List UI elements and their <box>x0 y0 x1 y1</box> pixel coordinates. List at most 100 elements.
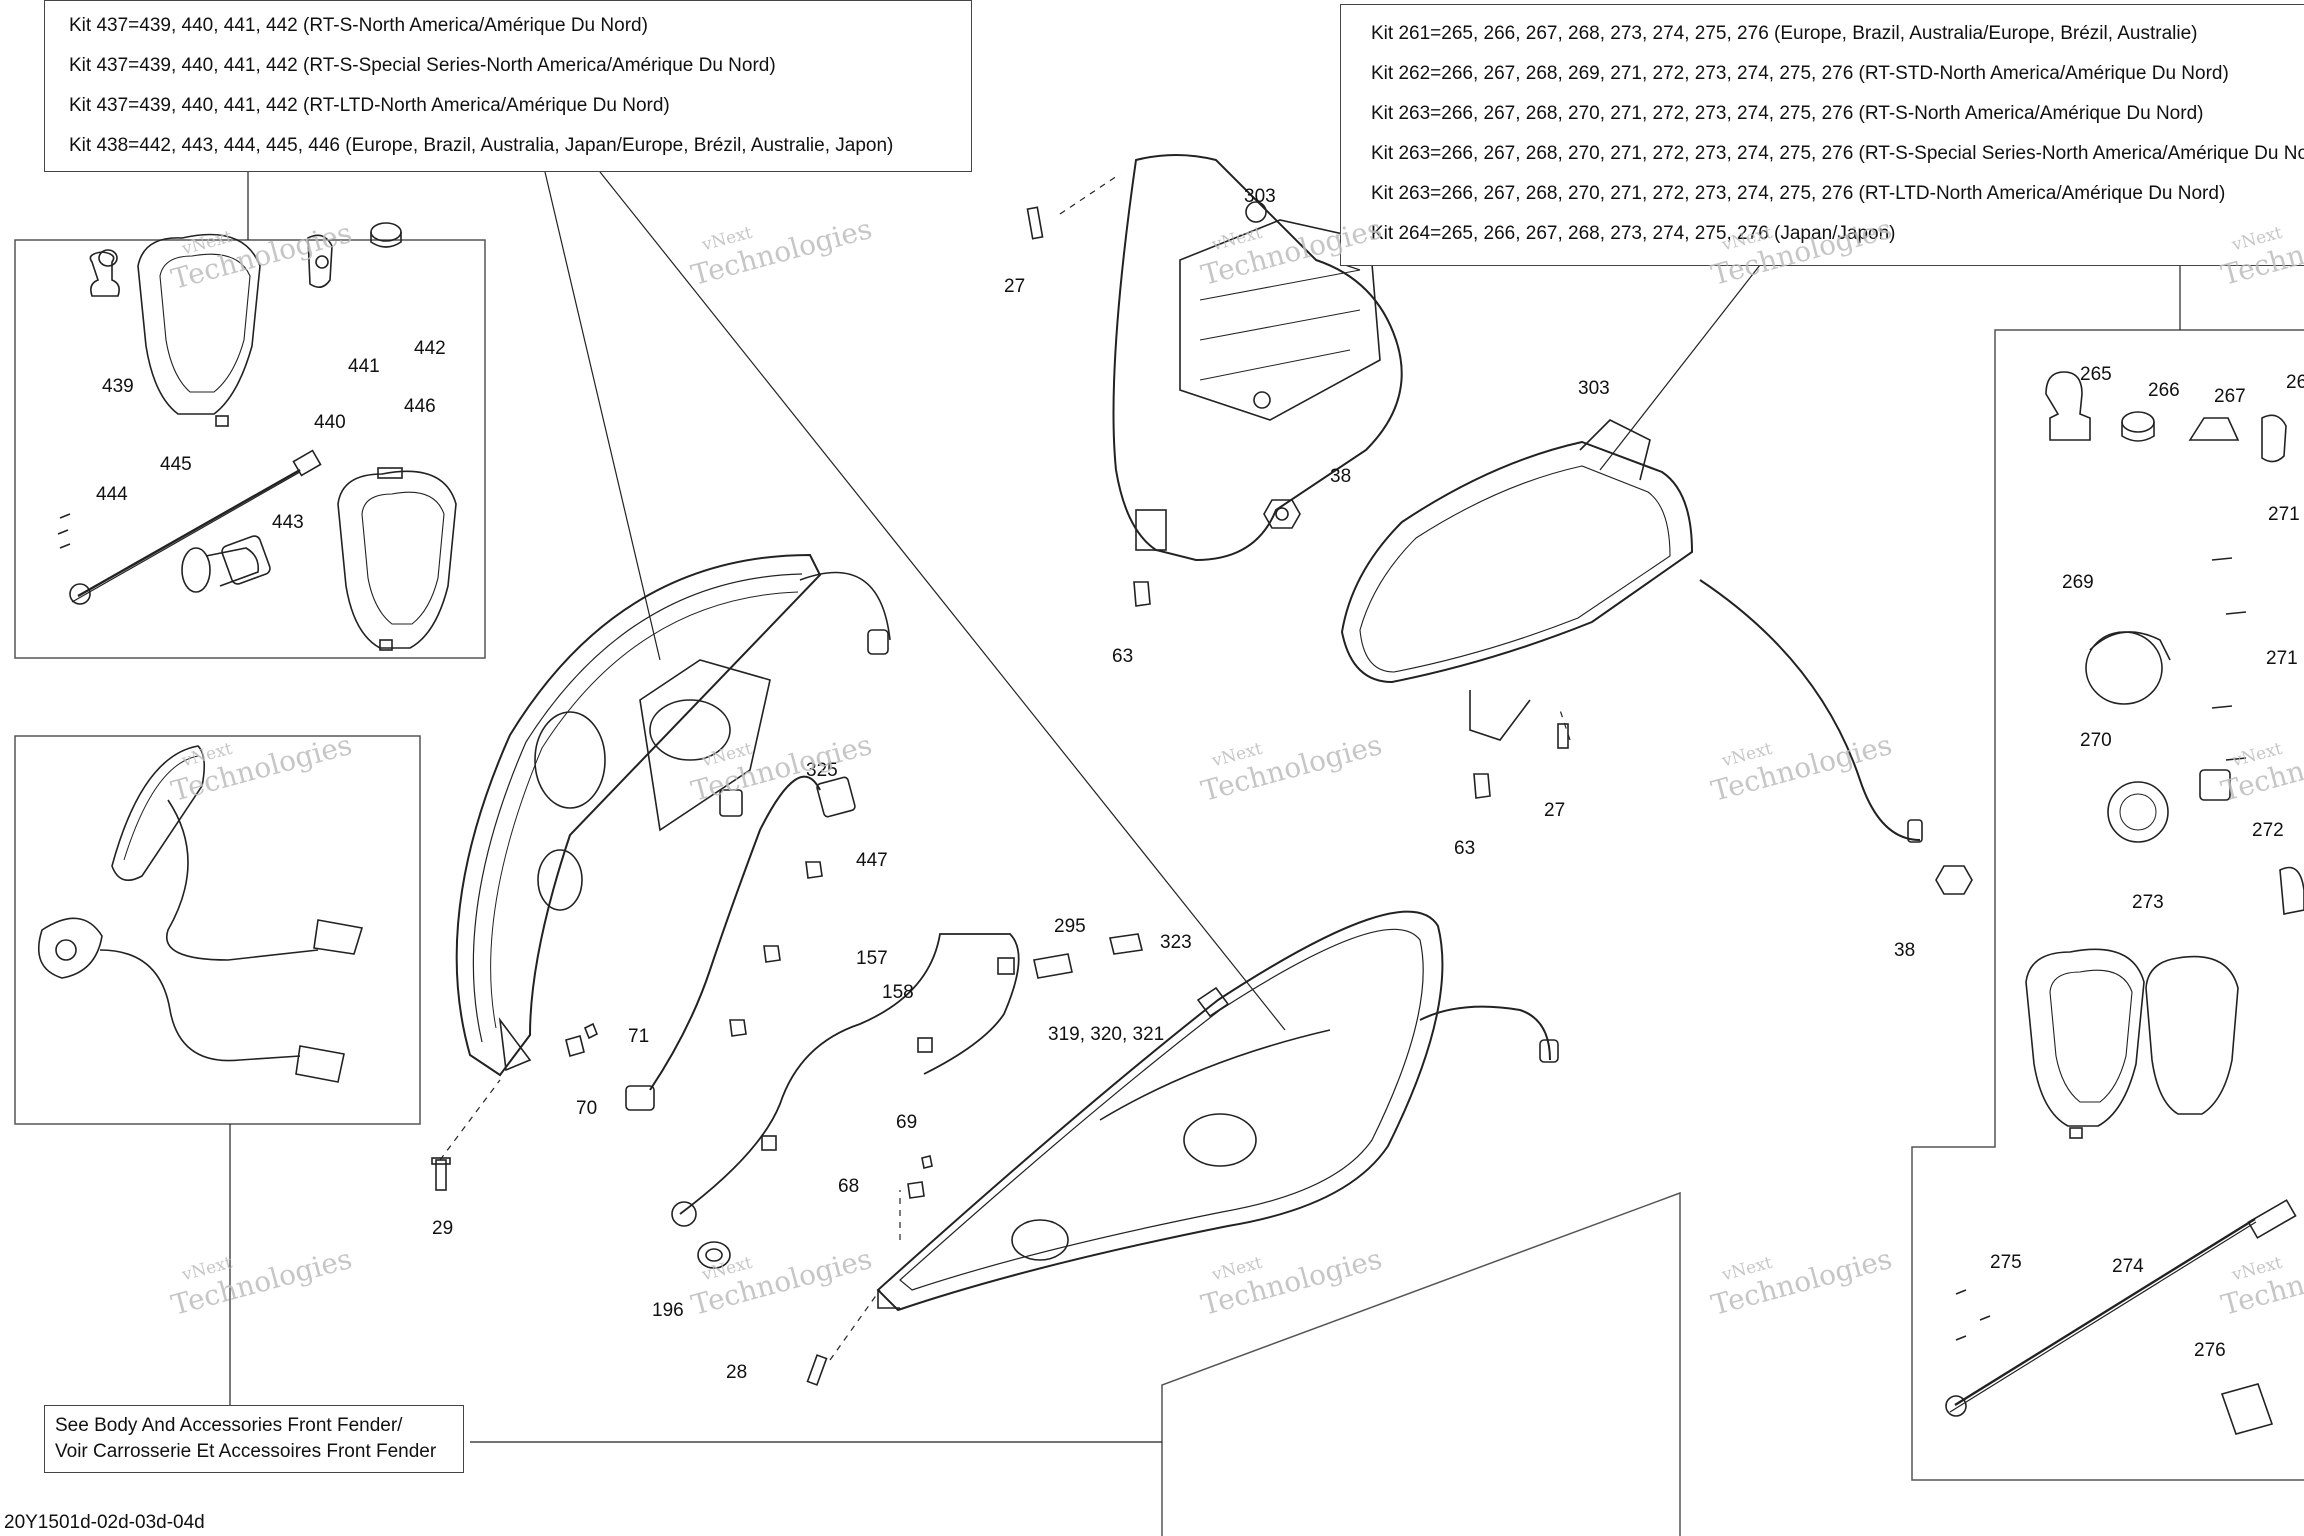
right-kit-line: Kit 263=266, 267, 268, 270, 271, 272, 27… <box>1371 183 2226 204</box>
bulb-270-shape <box>2107 769 2231 843</box>
callout-label: 63 <box>1454 838 1476 859</box>
callout-label: 157 <box>856 948 888 969</box>
clip-63-upper-shape <box>1133 581 1151 607</box>
callout-label: 266 <box>2148 380 2180 401</box>
callout-label: 446 <box>404 396 436 417</box>
callout-label: 303 <box>1244 186 1276 207</box>
callout-label: 63 <box>1112 646 1134 667</box>
left-kit-line: Kit 437=439, 440, 441, 442 (RT-S-Special… <box>69 55 776 76</box>
inset-frame-turn-signal <box>14 735 421 1125</box>
callout-label: 69 <box>896 1112 918 1133</box>
fasteners-68-69-shape <box>899 1155 933 1240</box>
screws-271-shape <box>2211 557 2247 761</box>
note-line: See Body And Accessories Front Fender/ <box>55 1415 403 1436</box>
callout-label: 270 <box>2080 730 2112 751</box>
boot-446-shape <box>337 467 457 651</box>
callout-label: 275 <box>1990 1252 2022 1273</box>
callout-label: 38 <box>1330 466 1352 487</box>
connector-276-shape <box>2220 1383 2274 1435</box>
inset-frame-bottom <box>1161 1191 1681 1536</box>
callout-label: 28 <box>726 1362 748 1383</box>
right-kit-line: Kit 264=265, 266, 267, 268, 273, 274, 27… <box>1371 223 1896 244</box>
callout-label: 440 <box>314 412 346 433</box>
bulb-439-shape <box>89 249 120 297</box>
inset-frame-bulbs-left <box>14 239 486 659</box>
callout-label: 442 <box>414 338 446 359</box>
callout-label: 323 <box>1160 932 1192 953</box>
callout-label: 38 <box>1894 940 1916 961</box>
callout-label: 269 <box>2062 572 2094 593</box>
harness-158-shape <box>671 933 1020 1227</box>
callout-label: 273 <box>2132 892 2164 913</box>
callout-label: 27 <box>1004 276 1026 297</box>
callout-label: 443 <box>272 512 304 533</box>
clip-268-shape <box>2261 414 2287 463</box>
clip-441-shape <box>307 234 333 288</box>
callout-label: 439 <box>102 376 134 397</box>
harness-274-shape <box>1945 1199 2297 1417</box>
callout-label: 68 <box>838 1176 860 1197</box>
boot-440-shape <box>137 233 261 427</box>
callout-label: 276 <box>2194 1340 2226 1361</box>
fasteners-70-71-shape <box>565 1022 599 1057</box>
right-kit-list-box: Kit 261=265, 266, 267, 268, 273, 274, 27… <box>1340 4 2304 266</box>
turn-signal-assembly-shape <box>38 745 364 1083</box>
connectors-295-323-shape <box>1033 933 1230 1018</box>
nut-38-upper-shape <box>1263 499 1301 529</box>
callout-label: 303 <box>1578 378 1610 399</box>
left-kit-line: Kit 438=442, 443, 444, 445, 446 (Europe,… <box>69 135 894 156</box>
right-kit-line: Kit 262=266, 267, 268, 269, 271, 272, 27… <box>1371 63 2229 84</box>
center-headlight-lens-shape <box>876 910 1559 1312</box>
boot-273-shape <box>2025 948 2239 1139</box>
bulb-269-shape <box>2085 631 2171 705</box>
callout-label: 295 <box>1054 916 1086 937</box>
left-kit-line: Kit 437=439, 440, 441, 442 (RT-LTD-North… <box>69 95 670 116</box>
grommet-267-shape <box>2188 417 2240 441</box>
upper-headlight-rear-shape <box>1026 154 1403 562</box>
callout-label: 445 <box>160 454 192 475</box>
grommet-266-shape <box>2121 411 2155 442</box>
callout-label: 325 <box>806 760 838 781</box>
callout-label: 444 <box>96 484 128 505</box>
screw-28-shape <box>806 1289 881 1386</box>
grommet-442-shape <box>370 222 402 248</box>
right-kit-line: Kit 263=266, 267, 268, 270, 271, 272, 27… <box>1371 103 2204 124</box>
callout-label: 196 <box>652 1300 684 1321</box>
callout-label: 441 <box>348 356 380 377</box>
right-kit-line: Kit 263=266, 267, 268, 270, 271, 272, 27… <box>1371 143 2304 164</box>
right-headlight-front-shape <box>1340 419 1923 843</box>
clip-63-right-shape <box>1473 773 1491 799</box>
clips-157-shape <box>729 861 823 1037</box>
nut-38-right-shape <box>1935 865 1973 895</box>
callout-label: 447 <box>856 850 888 871</box>
callout-label: 29 <box>432 1218 454 1239</box>
bulb-443-shape <box>181 535 271 593</box>
inset-frame-right <box>1911 329 2304 1481</box>
bulb-272-shape <box>2279 866 2304 915</box>
callout-label: 271 <box>2266 648 2298 669</box>
document-id: 20Y1501d-02d-03d-04d <box>4 1512 205 1533</box>
terminals-275-shape <box>1955 1289 1991 1341</box>
terminals-444-shape <box>57 513 71 549</box>
callout-label: 274 <box>2112 1256 2144 1277</box>
callout-label: 26 <box>2286 372 2304 393</box>
bulb-265-shape <box>2045 371 2091 441</box>
callout-label: 267 <box>2214 386 2246 407</box>
callout-label: 158 <box>882 982 914 1003</box>
harness-445-shape <box>69 449 322 605</box>
right-kit-line: Kit 261=265, 266, 267, 268, 273, 274, 27… <box>1371 23 2198 44</box>
callout-label: 71 <box>628 1026 650 1047</box>
harness-447-shape <box>625 775 856 1111</box>
grommet-196-shape <box>697 1241 731 1269</box>
left-headlight-housing-shape <box>455 553 891 1077</box>
callout-label: 27 <box>1544 800 1566 821</box>
callout-label: 265 <box>2080 364 2112 385</box>
front-fender-note-box: See Body And Accessories Front Fender/ V… <box>44 1405 464 1473</box>
callout-label: 70 <box>576 1098 598 1119</box>
left-kit-list-box: Kit 437=439, 440, 441, 442 (RT-S-North A… <box>44 0 972 172</box>
screw-29-shape <box>431 1079 501 1191</box>
note-line: Voir Carrosserie Et Accessoires Front Fe… <box>55 1441 437 1462</box>
callout-label: 272 <box>2252 820 2284 841</box>
